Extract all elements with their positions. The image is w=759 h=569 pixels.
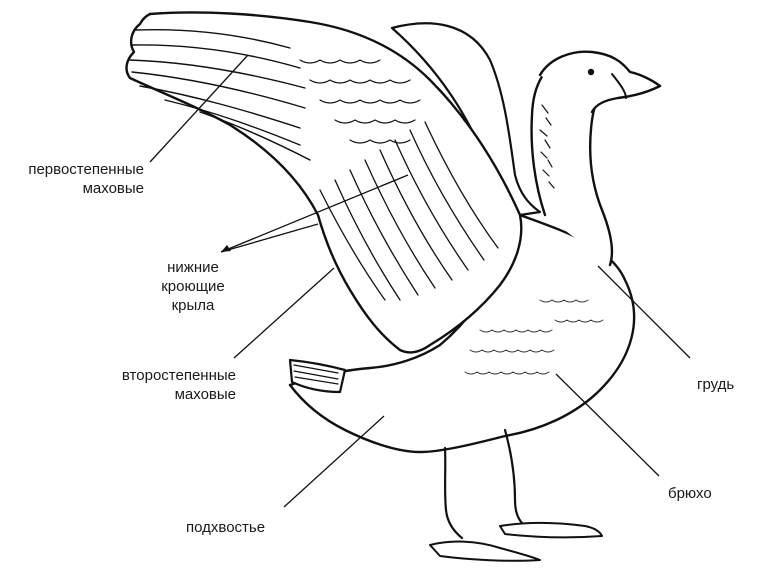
label-primaries: первостепенные маховые xyxy=(6,160,144,198)
leader-undertail xyxy=(284,416,384,507)
label-secondaries-line1: второстепенные xyxy=(96,366,236,385)
label-coverts-line3: крыла xyxy=(148,296,238,315)
label-coverts-line2: кроющие xyxy=(148,277,238,296)
leader-coverts-b xyxy=(221,224,318,252)
left-leg xyxy=(445,448,462,538)
label-undertail: подхвостье xyxy=(186,518,265,537)
eye xyxy=(588,69,594,75)
label-secondaries-line2: маховые xyxy=(96,385,236,404)
label-primaries-line2: маховые xyxy=(6,179,144,198)
right-leg xyxy=(505,430,525,526)
label-primaries-line1: первостепенные xyxy=(6,160,144,179)
label-breast: грудь xyxy=(697,375,734,394)
label-coverts-line1: нижние xyxy=(148,258,238,277)
label-belly: брюхо xyxy=(668,484,712,503)
label-secondaries: второстепенные маховые xyxy=(96,366,236,404)
right-foot xyxy=(500,523,602,537)
label-underwing-coverts: нижние кроющие крыла xyxy=(148,258,238,315)
leader-secondaries xyxy=(234,268,334,358)
left-foot xyxy=(430,542,540,561)
leader-belly xyxy=(556,374,659,476)
